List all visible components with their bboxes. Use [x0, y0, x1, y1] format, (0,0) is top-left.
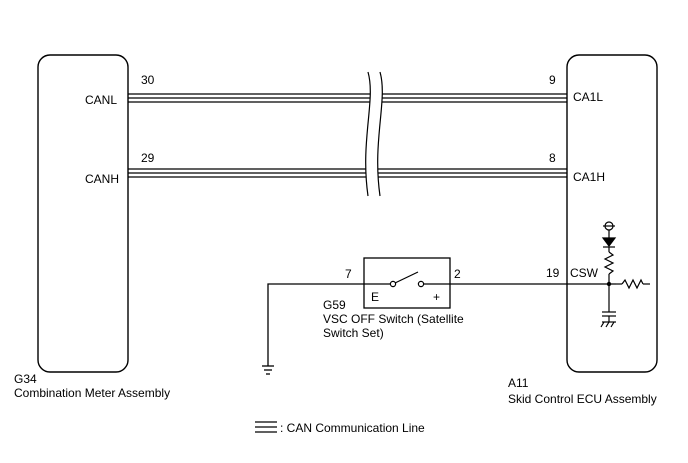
pin-label-ca1h: CA1H — [573, 170, 605, 184]
vsc-off-switch-box — [363, 257, 451, 309]
legend-text: : CAN Communication Line — [280, 421, 425, 435]
pin-number-29: 29 — [141, 151, 155, 165]
left-component-name: Combination Meter Assembly — [14, 386, 170, 400]
junction-dot — [606, 281, 612, 287]
ecu-internal-circuit — [567, 221, 650, 328]
can-line-legend-icon — [255, 421, 277, 433]
pin-number-2: 2 — [454, 267, 461, 281]
pin-number-7: 7 — [345, 267, 352, 281]
switch-name-line1: VSC OFF Switch (Satellite — [323, 312, 464, 326]
switch-terminal-e: E — [371, 290, 379, 304]
canl-can-line — [128, 93, 567, 103]
pin-label-ca1l: CA1L — [573, 90, 603, 104]
switch-code: G59 — [323, 298, 346, 312]
right-component-code: A11 — [508, 376, 529, 390]
left-component-code: G34 — [14, 372, 37, 386]
switch-name-line2: Switch Set) — [323, 326, 384, 340]
ground-wire — [267, 283, 364, 366]
pin-number-9: 9 — [549, 73, 556, 87]
pin-label-canh: CANH — [85, 172, 119, 186]
right-component-name: Skid Control ECU Assembly — [508, 392, 657, 406]
switch-terminal-plus: + — [433, 290, 440, 304]
pin-number-19: 19 — [546, 266, 560, 280]
pin-label-canl: CANL — [85, 93, 117, 107]
canh-can-line — [128, 168, 567, 178]
skid-control-ecu-box — [566, 54, 658, 373]
switch-contact-icon — [364, 271, 450, 288]
combination-meter-box — [37, 54, 129, 373]
line-break-mark — [365, 71, 383, 197]
pin-number-30: 30 — [141, 73, 155, 87]
pin-label-csw: CSW — [570, 266, 599, 280]
pin-number-8: 8 — [549, 151, 556, 165]
ground-icon — [262, 365, 274, 375]
